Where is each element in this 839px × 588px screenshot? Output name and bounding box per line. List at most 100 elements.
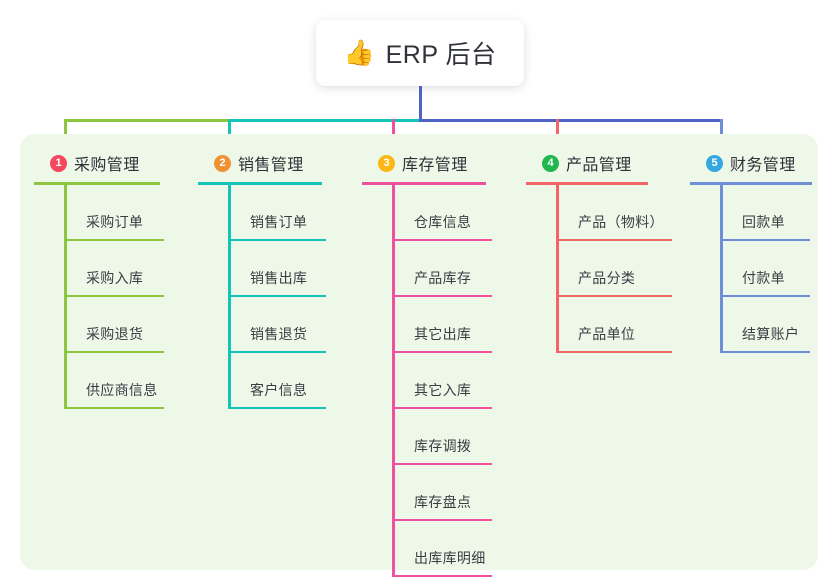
branch-item-underline: [228, 351, 326, 353]
branch-underline: [526, 182, 648, 185]
branch-item-label: 其它入库: [414, 382, 472, 398]
branch-title: 库存管理: [402, 157, 468, 174]
branch-stem: [64, 185, 67, 409]
branch-item-underline: [556, 295, 672, 297]
branch-item-underline: [228, 295, 326, 297]
branch-item-underline: [64, 239, 164, 241]
branch-stem: [556, 185, 559, 353]
branch-item-underline: [392, 351, 492, 353]
branch-item-label: 采购订单: [86, 214, 144, 230]
branch-item[interactable]: 结算账户: [720, 297, 839, 353]
branch-header[interactable]: 2 销售管理: [198, 150, 348, 176]
branch-title: 采购管理: [74, 157, 140, 174]
branch-item-label: 采购退货: [86, 326, 144, 342]
branch-item-label: 库存盘点: [414, 494, 472, 510]
branch-item-underline: [64, 295, 164, 297]
branch-item[interactable]: 付款单: [720, 241, 839, 297]
branch-number-badge: 5: [706, 154, 723, 172]
branch-item-list: 仓库信息产品库存其它出库其它入库库存调拨库存盘点出库库明细: [362, 185, 512, 577]
branch-item[interactable]: 销售退货: [228, 297, 348, 353]
branch-item-underline: [64, 407, 164, 409]
branch-item-underline: [556, 351, 672, 353]
branch-item-label: 供应商信息: [86, 382, 158, 398]
branch-underline: [34, 182, 160, 185]
branch-item[interactable]: 库存盘点: [392, 465, 512, 521]
branch-column: 2 销售管理销售订单销售出库销售退货客户信息: [198, 150, 348, 409]
branch-item-underline: [392, 407, 492, 409]
branch-item[interactable]: 产品单位: [556, 297, 676, 353]
branch-item[interactable]: 销售订单: [228, 185, 348, 241]
branch-item-underline: [720, 351, 810, 353]
branch-number-badge: 3: [378, 154, 395, 172]
connector-bar-segment: [64, 119, 231, 122]
branch-item-underline: [392, 239, 492, 241]
branch-number-badge: 2: [214, 154, 231, 172]
connector-trunk: [419, 86, 422, 122]
branch-item[interactable]: 其它出库: [392, 297, 512, 353]
branch-item-label: 客户信息: [250, 382, 308, 398]
branch-item-underline: [392, 575, 492, 577]
branch-item-label: 仓库信息: [414, 214, 472, 230]
branch-column: 1 采购管理采购订单采购入库采购退货供应商信息: [34, 150, 184, 409]
branch-item-label: 出库库明细: [414, 550, 486, 566]
branch-item-list: 回款单付款单结算账户: [690, 185, 839, 353]
branch-item[interactable]: 其它入库: [392, 353, 512, 409]
branch-item[interactable]: 出库库明细: [392, 521, 512, 577]
branch-stem: [228, 185, 231, 409]
branch-number-badge: 4: [542, 154, 559, 172]
branch-header[interactable]: 1 采购管理: [34, 150, 184, 176]
branch-item[interactable]: 采购退货: [64, 297, 184, 353]
branch-item-label: 付款单: [742, 270, 785, 286]
connector-bar-segment: [228, 119, 422, 122]
branch-item[interactable]: 采购订单: [64, 185, 184, 241]
branch-column: 3 库存管理仓库信息产品库存其它出库其它入库库存调拨库存盘点出库库明细: [362, 150, 512, 577]
branch-item-underline: [228, 239, 326, 241]
connector-bar-segment: [419, 119, 723, 122]
branch-item-list: 销售订单销售出库销售退货客户信息: [198, 185, 348, 409]
branch-item-label: 销售出库: [250, 270, 308, 286]
branch-item[interactable]: 库存调拨: [392, 409, 512, 465]
branch-stem: [392, 185, 395, 577]
branch-title: 销售管理: [238, 157, 304, 174]
branch-item[interactable]: 客户信息: [228, 353, 348, 409]
branch-item-list: 采购订单采购入库采购退货供应商信息: [34, 185, 184, 409]
branch-item[interactable]: 产品（物料）: [556, 185, 676, 241]
thumbs-up-icon: 👍: [343, 38, 375, 67]
branch-item-label: 回款单: [742, 214, 785, 230]
branch-item-list: 产品（物料） 产品分类产品单位: [526, 185, 676, 353]
branch-item-label: 产品单位: [578, 326, 636, 342]
branch-item-underline: [392, 519, 492, 521]
branch-header[interactable]: 5 财务管理: [690, 150, 839, 176]
branch-number-badge: 1: [50, 154, 67, 172]
branch-item[interactable]: 采购入库: [64, 241, 184, 297]
branch-item-underline: [556, 239, 672, 241]
branch-item-underline: [392, 295, 492, 297]
branch-header[interactable]: 3 库存管理: [362, 150, 512, 176]
branch-stem: [720, 185, 723, 353]
branch-underline: [198, 182, 322, 185]
branch-item-underline: [720, 295, 810, 297]
root-node[interactable]: 👍 ERP 后台: [316, 20, 524, 86]
branch-item-underline: [392, 463, 492, 465]
branch-item[interactable]: 供应商信息: [64, 353, 184, 409]
branch-item[interactable]: 回款单: [720, 185, 839, 241]
branch-item-label: 销售订单: [250, 214, 308, 230]
branch-item[interactable]: 仓库信息: [392, 185, 512, 241]
branch-item-label: 产品分类: [578, 270, 636, 286]
branch-item[interactable]: 销售出库: [228, 241, 348, 297]
branch-item-label: 产品库存: [414, 270, 472, 286]
branch-item[interactable]: 产品库存: [392, 241, 512, 297]
root-title: ERP 后台: [385, 41, 497, 69]
branch-item-underline: [64, 351, 164, 353]
branch-item-label: 销售退货: [250, 326, 308, 342]
branch-title: 财务管理: [730, 157, 796, 174]
branch-item-underline: [228, 407, 326, 409]
branch-item-label: 库存调拨: [414, 438, 472, 454]
branch-item[interactable]: 产品分类: [556, 241, 676, 297]
branch-item-underline: [720, 239, 810, 241]
branch-underline: [690, 182, 812, 185]
branch-item-label: 产品（物料）: [578, 214, 664, 230]
branch-item-label: 采购入库: [86, 270, 144, 286]
